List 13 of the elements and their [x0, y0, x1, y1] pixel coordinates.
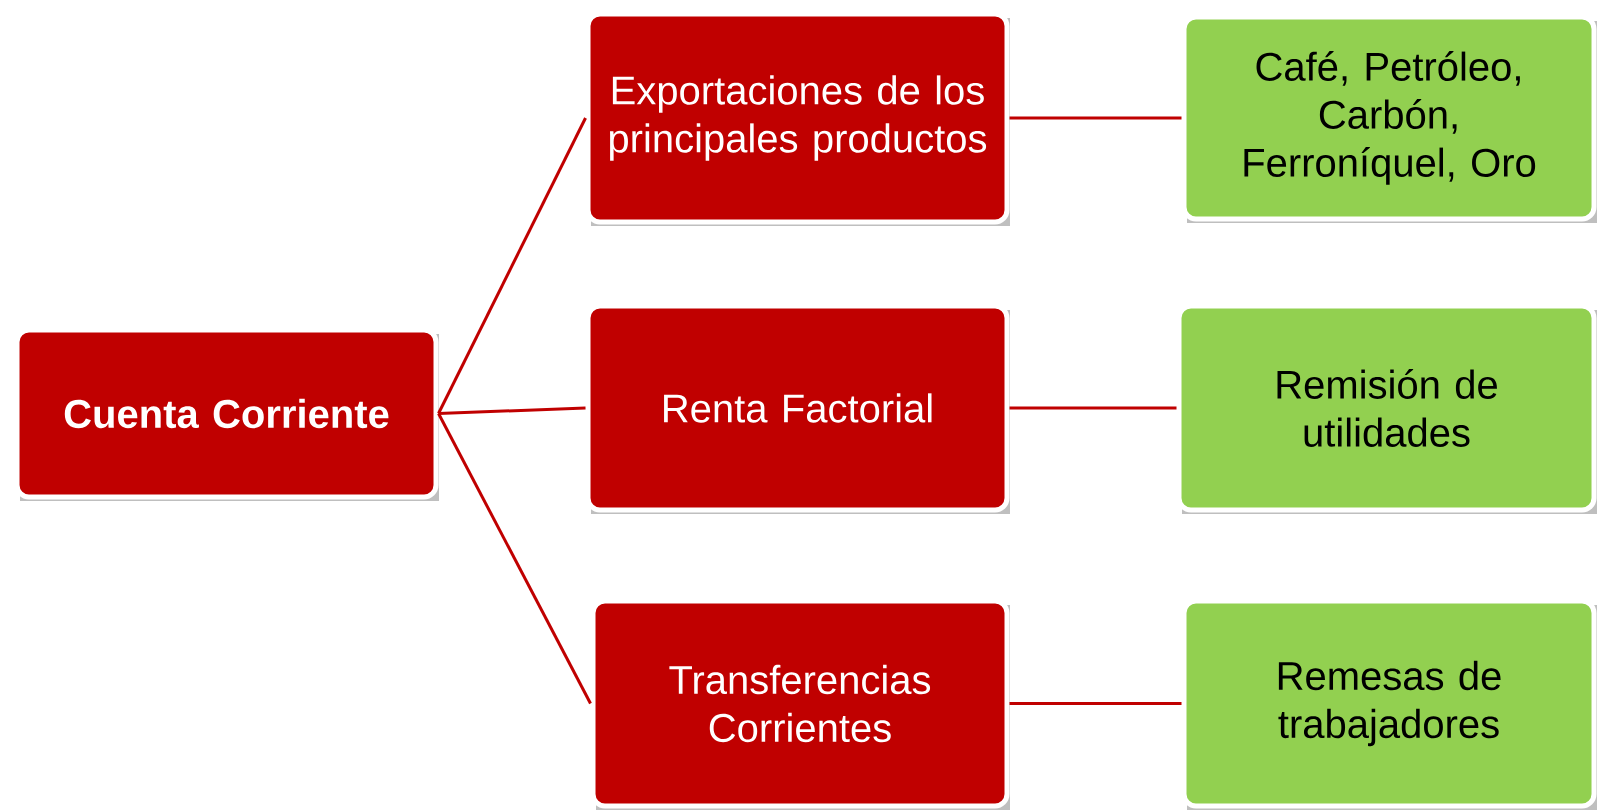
detail-box: Remesas de trabajadores — [1181, 598, 1597, 810]
connector-line — [437, 412, 592, 705]
connector-line — [1009, 702, 1182, 705]
connector-line — [1009, 116, 1182, 120]
connector-line — [1009, 406, 1177, 410]
detail-box: Remisión de utilidades — [1176, 303, 1597, 514]
connector-line — [437, 117, 587, 415]
category-box: Exportaciones de los principales productos — [585, 11, 1010, 226]
category-box: Transferencias Corrientes — [590, 598, 1010, 810]
connector-line — [438, 406, 586, 415]
category-box: Cuenta Corriente — [14, 327, 439, 501]
category-box: Renta Factorial — [585, 303, 1010, 514]
detail-box: Café, Petróleo, Carbón, Ferroníquel, Oro — [1181, 14, 1597, 223]
